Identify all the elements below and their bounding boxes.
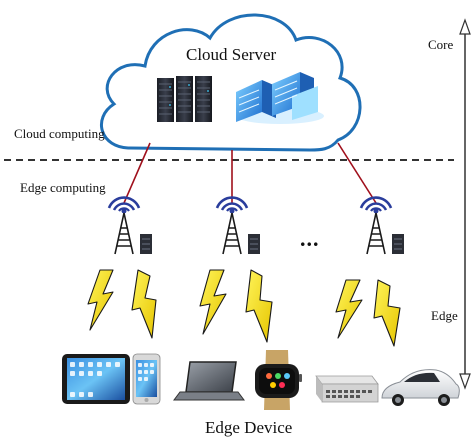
cloud-shape (99, 13, 362, 152)
smartphone-icon (132, 353, 161, 405)
core-label: Core (428, 37, 454, 52)
lightning-bolt-icon (335, 279, 363, 339)
link-tower-1 (123, 142, 151, 204)
network-switch-icon (315, 375, 379, 403)
smartwatch-icon (255, 350, 302, 410)
edge-computing-label: Edge computing (20, 180, 106, 195)
cloud-server-label: Cloud Server (186, 45, 277, 64)
lightning-bolt-icon (87, 269, 114, 331)
data-center-icon (236, 72, 324, 124)
edge-device-label: Edge Device (205, 418, 293, 437)
lightning-bolt-icon (373, 279, 401, 347)
link-tower-3 (337, 142, 377, 204)
lightning-bolt-icon (131, 269, 157, 339)
cloud-tower-links (123, 142, 377, 204)
server-rack-icon (157, 76, 212, 122)
radio-tower-icon (215, 196, 260, 255)
radio-tower-icon (359, 196, 404, 255)
car-icon (381, 369, 460, 406)
tablet-icon (62, 354, 130, 404)
cloud-computing-label: Cloud computing (14, 126, 105, 141)
laptop-icon (173, 361, 245, 401)
lightning-bolt-icon (199, 269, 227, 335)
lightning-bolt-icon (245, 269, 273, 343)
radio-tower-icon (107, 196, 152, 255)
more-towers-ellipsis: ... (300, 226, 320, 251)
edge-label: Edge (431, 308, 458, 323)
core-edge-axis-arrow (459, 18, 471, 390)
